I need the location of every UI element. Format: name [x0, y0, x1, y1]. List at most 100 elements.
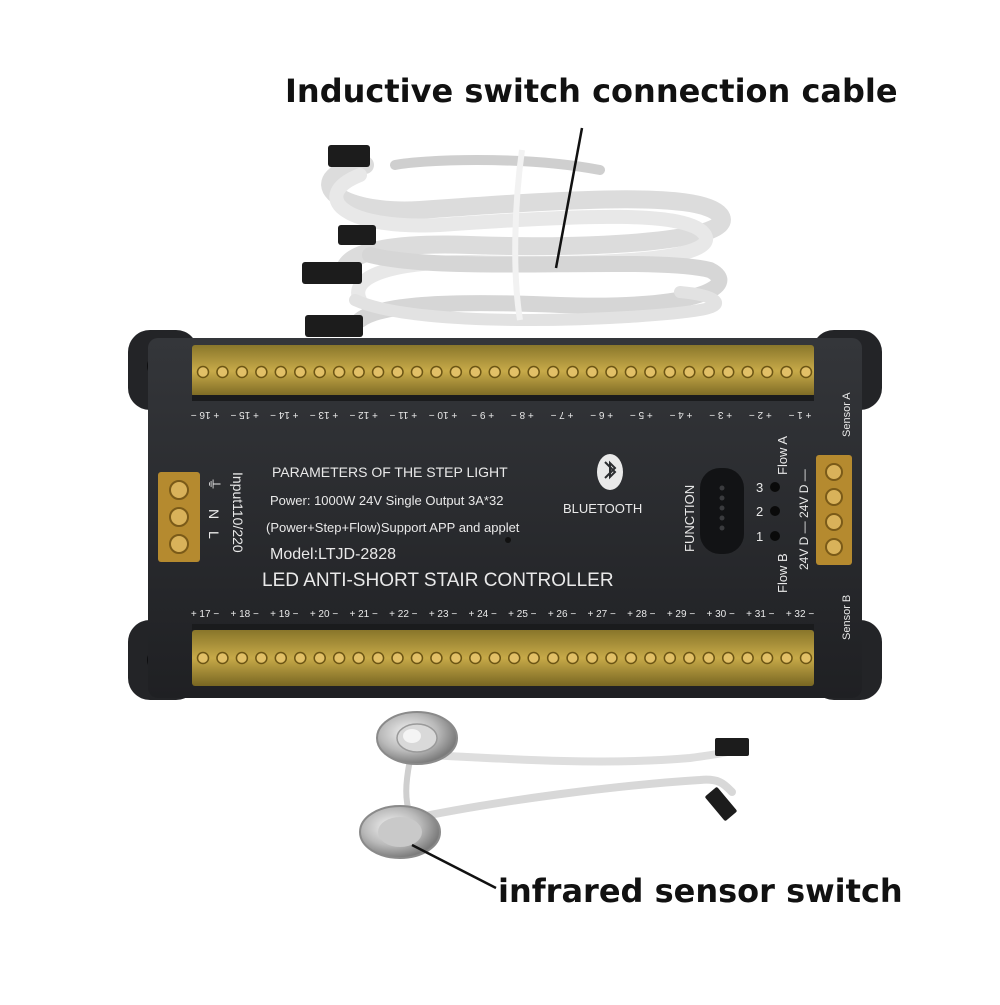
cable-connector — [338, 225, 376, 245]
terminal-screw — [196, 651, 210, 665]
channel-label: + 8 − — [511, 409, 534, 420]
product-name: LED ANTI-SHORT STAIR CONTROLLER — [262, 570, 614, 591]
terminal-screw — [721, 365, 735, 379]
terminal-screw — [507, 365, 521, 379]
channel-label: + 15 − — [230, 409, 259, 420]
channel-label: + 17 − — [191, 609, 220, 620]
terminal-screw — [449, 365, 463, 379]
terminal-screw — [255, 651, 268, 665]
function-label: FUNCTION — [682, 485, 697, 552]
channel-label: + 4 − — [669, 409, 692, 420]
terminal-screw — [488, 651, 502, 665]
terminal-screw — [605, 651, 618, 665]
terminal-screw — [313, 651, 326, 665]
terminal-screw — [527, 365, 540, 379]
channel-label: + 7 − — [550, 409, 573, 420]
channel-label: + 14 − — [270, 409, 299, 420]
terminal-screw — [644, 365, 657, 379]
terminal-screw — [352, 651, 365, 665]
terminal-screw — [760, 651, 774, 665]
bottom-channel-labels: + 17 − + 18 − + 19 − + 20 − + 21 − + 22 − + 23… — [191, 609, 815, 620]
terminal-screw — [352, 365, 365, 379]
input-voltage-label: Input110/220 — [230, 472, 246, 553]
channel-label: + 22 − — [389, 609, 418, 620]
stair-controller: + 16 −+ 15 −+ 14 −+ 13 −+ 12 −+ 11 −+ 10… — [128, 330, 882, 700]
channel-label: + 30 − — [706, 609, 735, 620]
channel-label: + 24 − — [468, 609, 497, 620]
terminal-screw — [294, 365, 307, 379]
flow-b-label: Flow B — [775, 553, 790, 593]
bottom-terminal-block — [192, 630, 814, 686]
channel-label: + 28 − — [627, 609, 656, 620]
infrared-sensor-switch — [359, 711, 749, 890]
power-spec: Power: 1000W 24V Single Output 3A*32 — [270, 493, 503, 508]
terminal-screw — [566, 365, 579, 379]
terminal-screw — [469, 365, 482, 379]
channel-label: + 20 − — [310, 609, 339, 620]
channel-label: + 29 − — [667, 609, 696, 620]
input-terminal-symbol: ⏚ — [206, 477, 222, 491]
connection-cable-bundle — [302, 127, 731, 337]
flow-led-3 — [770, 482, 780, 492]
terminal-screw — [721, 651, 735, 665]
channel-label: + 9 − — [471, 409, 494, 420]
sensor-b-label: Sensor B — [841, 595, 853, 640]
support-spec: (Power+Step+Flow)Support APP and applet — [266, 520, 520, 535]
terminal-screw — [430, 651, 443, 665]
terminal-screw — [702, 651, 715, 665]
terminal-screw — [410, 651, 424, 665]
channel-label: + 18 − — [230, 609, 259, 620]
terminal-screw — [313, 365, 326, 379]
flow-number-2: 2 — [756, 504, 763, 519]
terminal-screw — [430, 365, 443, 379]
sensor-a-label: Sensor A — [841, 392, 853, 437]
channel-label: + 21 − — [349, 609, 378, 620]
callout-leader-line — [554, 127, 584, 269]
status-led — [505, 537, 511, 543]
terminal-screw — [624, 365, 638, 379]
output-terminal-block — [816, 455, 852, 565]
terminal-screw — [741, 651, 754, 665]
terminal-screw — [216, 365, 229, 379]
cable-connector — [305, 315, 363, 337]
terminal-screw — [585, 651, 599, 665]
terminal-screw — [507, 651, 521, 665]
channel-label: + 32 − — [786, 609, 815, 620]
terminal-screw — [196, 365, 210, 379]
channel-label: + 1 − — [788, 409, 811, 420]
terminal-screw — [760, 365, 774, 379]
channel-label: + 13 − — [310, 409, 339, 420]
sensor-connector — [705, 787, 737, 821]
terminal-screw — [546, 651, 560, 665]
flow-led-2 — [770, 506, 780, 516]
params-title: PARAMETERS OF THE STEP LIGHT — [272, 464, 508, 480]
output-terminal-label: 24V D — 24V D — — [797, 469, 811, 570]
channel-label: + 23 − — [429, 609, 458, 620]
channel-label: + 16 − — [191, 409, 220, 420]
function-button[interactable] — [700, 468, 744, 554]
terminal-screw — [371, 651, 385, 665]
terminal-screw — [566, 651, 579, 665]
channel-label: + 19 − — [270, 609, 299, 620]
cable-connector — [302, 262, 362, 284]
bluetooth-icon — [597, 454, 623, 490]
terminal-screw — [799, 651, 813, 665]
channel-label: + 11 − — [389, 409, 417, 420]
top-terminal-block — [192, 345, 814, 397]
channel-label: + 26 − — [548, 609, 577, 620]
terminal-screw — [624, 651, 638, 665]
terminal-screw — [469, 651, 482, 665]
channel-label: + 6 − — [590, 409, 613, 420]
bluetooth-label: BLUETOOTH — [563, 501, 642, 516]
terminal-screw — [585, 365, 599, 379]
terminal-screw — [449, 651, 463, 665]
flow-led-1 — [770, 531, 780, 541]
terminal-screw — [410, 365, 424, 379]
callout-leader-line — [411, 843, 497, 890]
terminal-screw — [391, 651, 404, 665]
terminal-screw — [294, 651, 307, 665]
terminal-screw — [235, 365, 249, 379]
terminal-screw — [702, 365, 715, 379]
